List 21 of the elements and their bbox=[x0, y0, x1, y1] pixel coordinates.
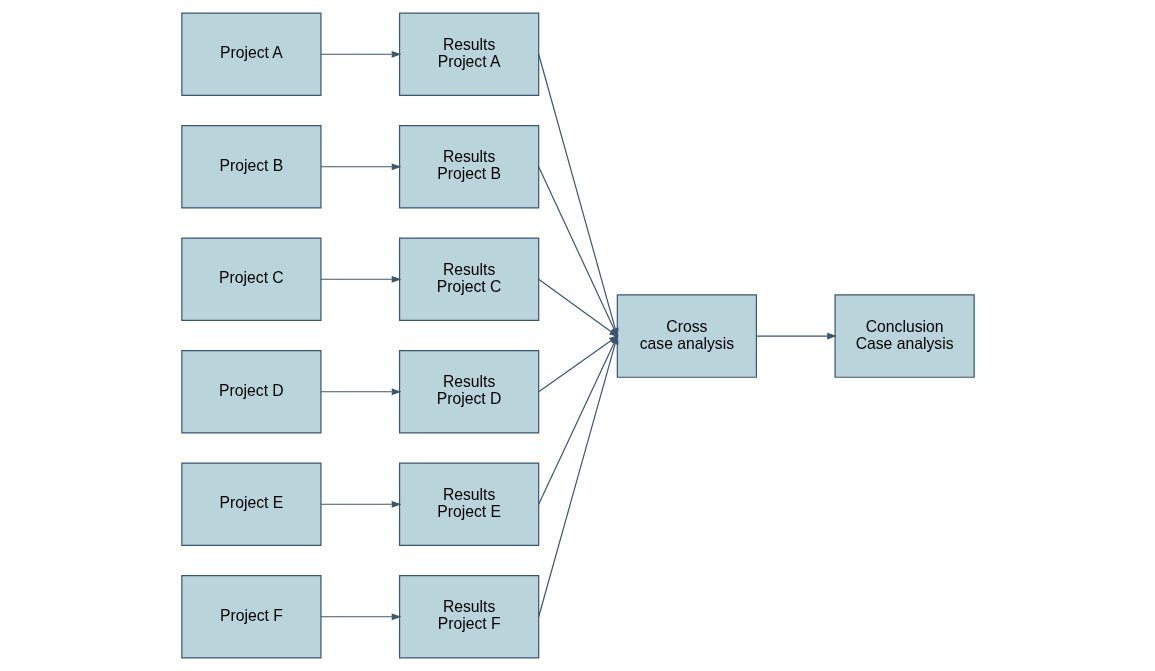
arrow bbox=[319, 163, 401, 171]
node-box: Results Project B bbox=[398, 125, 539, 209]
node-box: Results Project A bbox=[398, 12, 539, 96]
node-box: Project B bbox=[180, 125, 322, 209]
node-box: Results Project C bbox=[398, 237, 539, 321]
node-box: Project C bbox=[180, 237, 322, 321]
node-box: Results Project D bbox=[398, 350, 539, 434]
node-box: Project A bbox=[180, 12, 322, 96]
node-box: Cross case analysis bbox=[616, 294, 757, 378]
arrow bbox=[319, 50, 401, 58]
arrow bbox=[319, 613, 401, 621]
node-box: Conclusion Case analysis bbox=[833, 294, 975, 378]
node-box: Project E bbox=[180, 462, 322, 546]
node-box: Project F bbox=[180, 575, 322, 659]
arrow bbox=[319, 275, 401, 283]
node-box: Results Project E bbox=[398, 462, 539, 546]
node-box: Results Project F bbox=[398, 575, 539, 659]
arrow bbox=[319, 388, 401, 396]
arrow bbox=[755, 332, 837, 340]
arrow bbox=[319, 500, 401, 508]
node-box: Project D bbox=[180, 350, 322, 434]
